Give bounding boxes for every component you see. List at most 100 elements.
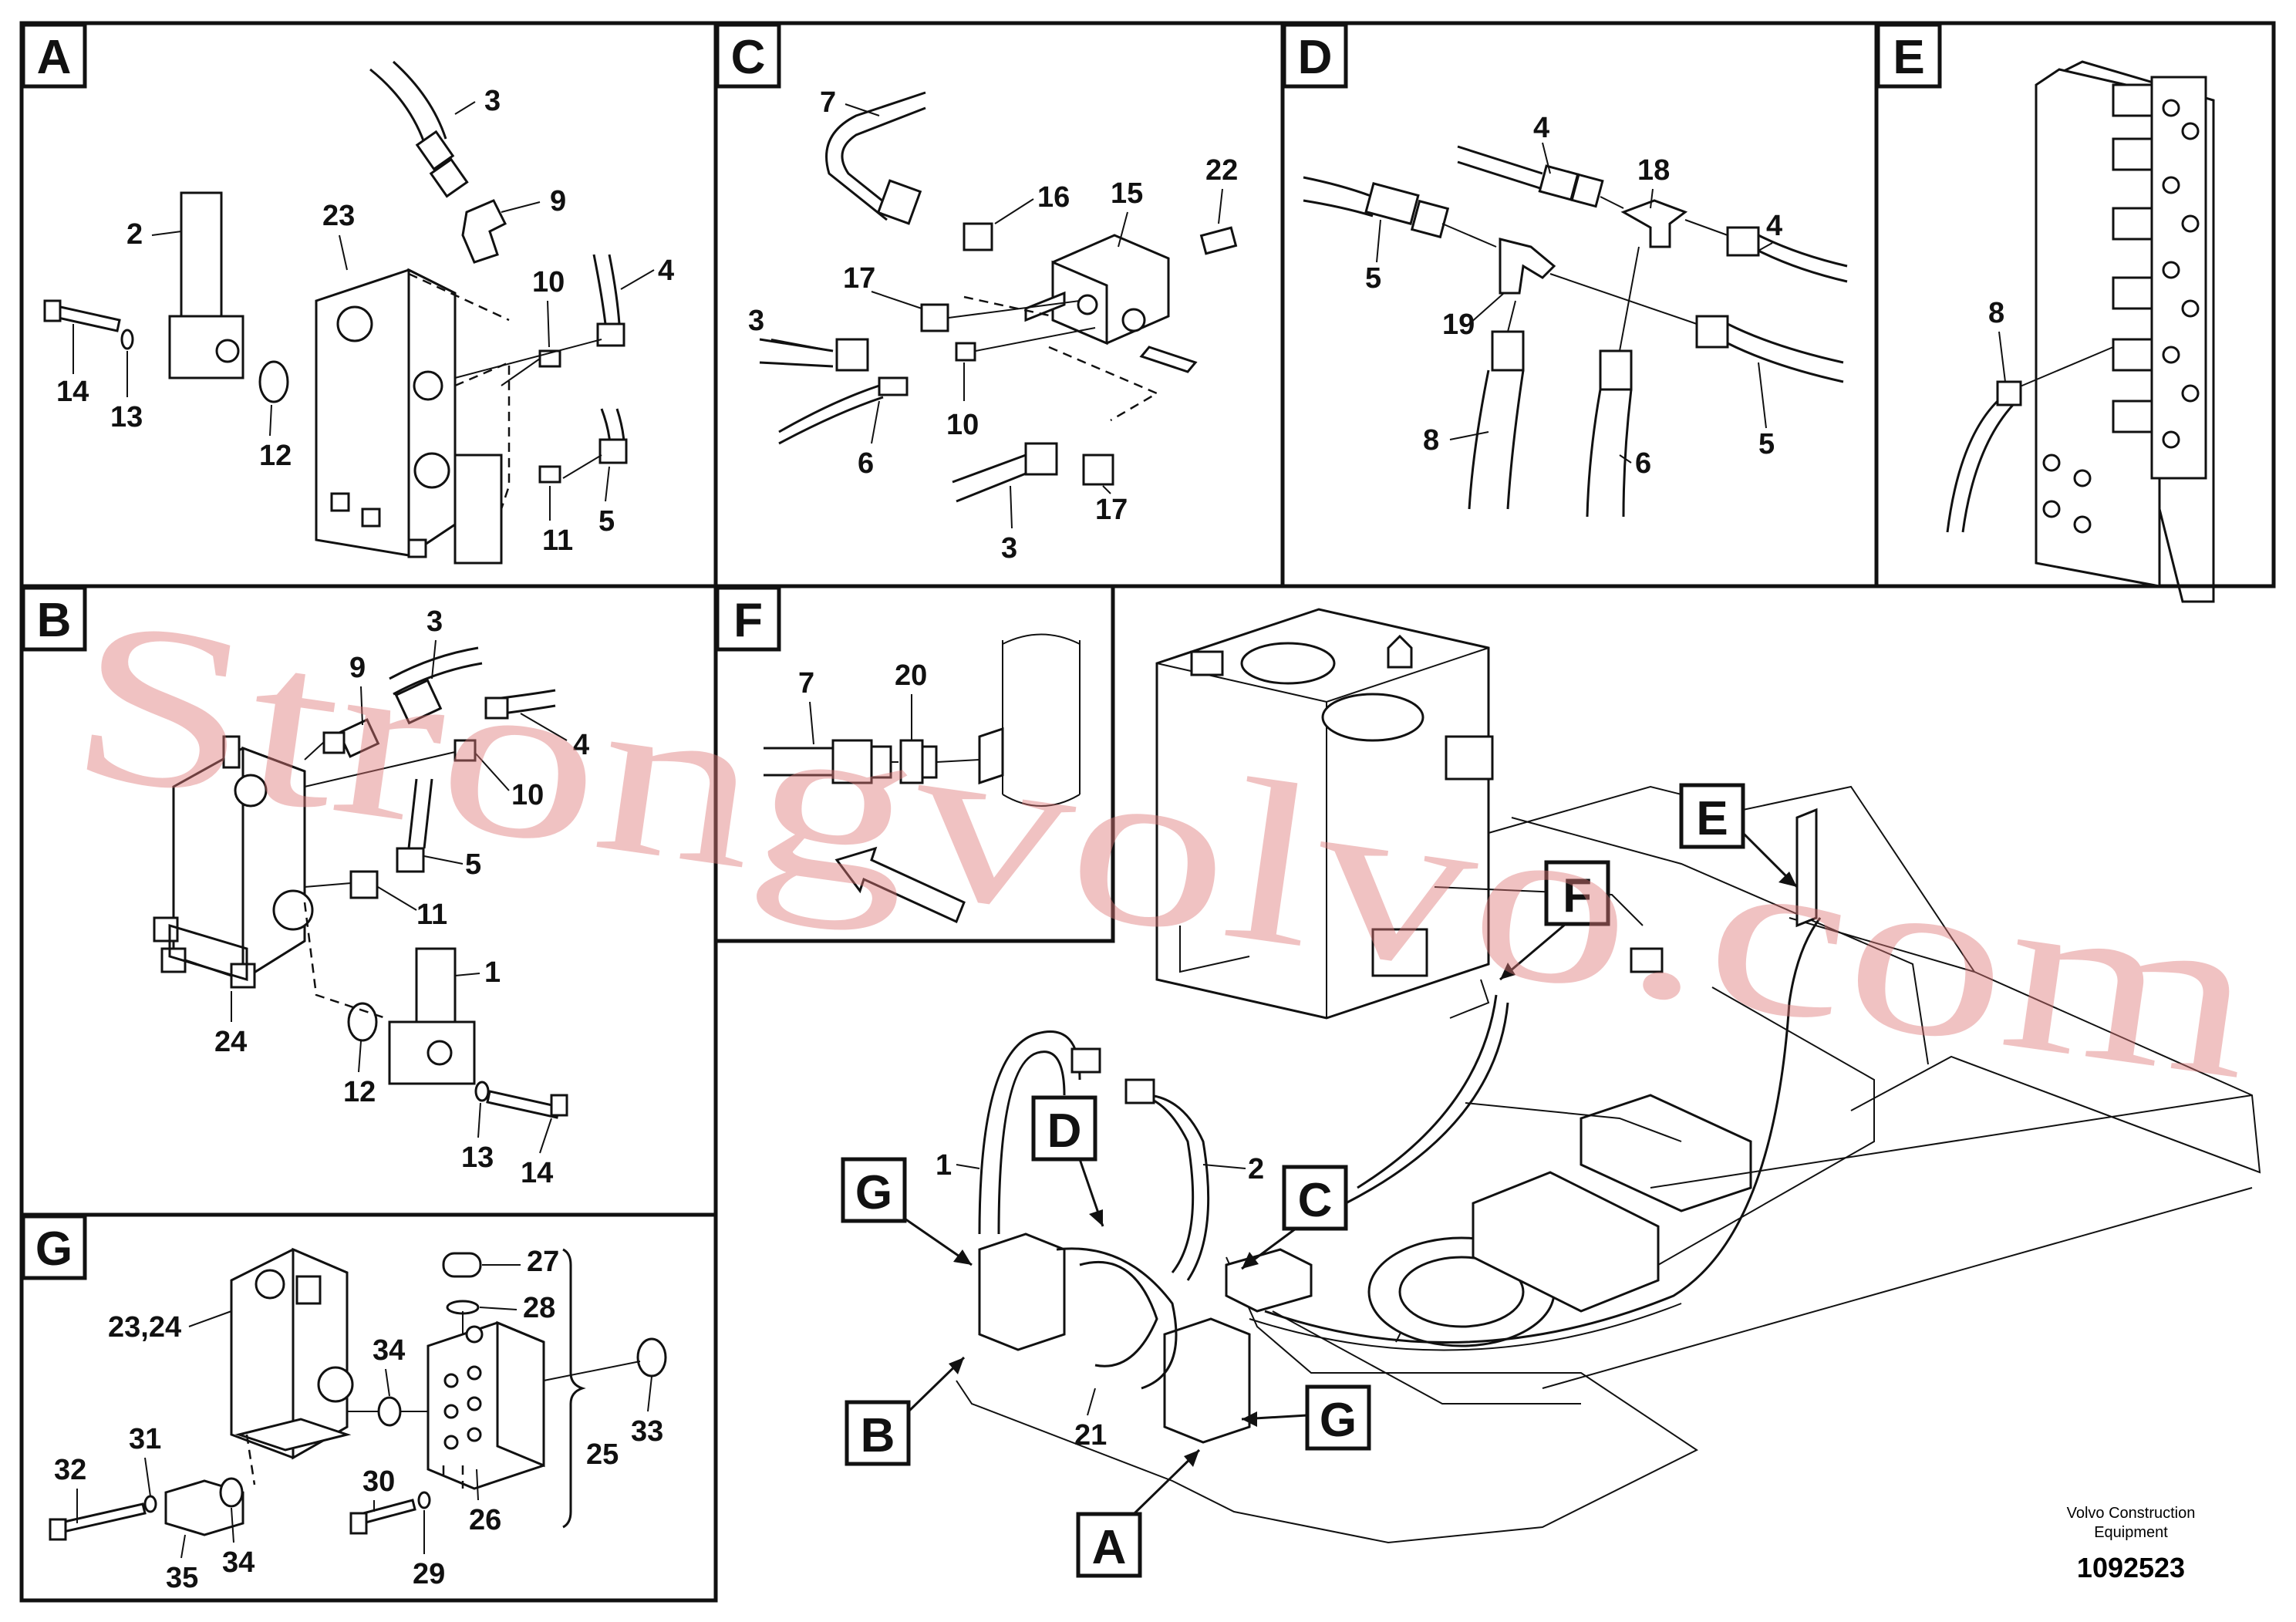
svg-text:23,24: 23,24 [108,1311,181,1344]
panel-e-labels: 8 [1988,297,2006,383]
panel-f-drawing [764,633,1081,924]
svg-text:30: 30 [362,1465,395,1498]
terminal-blocks [2112,76,2207,480]
svg-text:14: 14 [56,376,89,408]
panel-frames [19,21,2276,1603]
svg-text:17: 17 [843,262,875,295]
svg-text:G: G [1320,1394,1357,1447]
svg-text:16: 16 [1037,181,1070,214]
svg-text:E: E [1696,792,1728,845]
svg-text:3: 3 [484,85,501,117]
svg-text:12: 12 [343,1076,376,1108]
svg-text:2: 2 [1248,1153,1264,1185]
svg-text:D: D [1298,31,1333,84]
svg-text:20: 20 [895,659,927,692]
svg-text:2: 2 [126,218,143,251]
footer-block: Volvo Construction Equipment 1092523 [2067,1505,2196,1583]
svg-text:3: 3 [748,305,764,337]
callout-f: F [1499,860,1610,981]
svg-text:24: 24 [214,1026,247,1058]
callout-a: A [1076,1448,1201,1578]
panel-g-drawing [49,1247,667,1541]
svg-text:25: 25 [586,1438,619,1471]
svg-text:18: 18 [1637,154,1670,187]
panel-letter-f: F [715,585,781,652]
drawing-number: 1092523 [2077,1552,2185,1583]
main-labels: 1 2 21 [936,1149,1264,1452]
svg-text:5: 5 [598,505,615,538]
svg-text:9: 9 [550,185,566,218]
svg-text:32: 32 [54,1454,86,1486]
svg-text:3: 3 [1001,532,1017,565]
svg-text:27: 27 [527,1246,559,1278]
svg-text:21: 21 [1074,1419,1107,1452]
svg-text:1: 1 [936,1149,952,1182]
callout-g1: G [841,1157,973,1266]
callout-g2: G [1241,1384,1371,1451]
svg-text:10: 10 [532,266,565,298]
svg-text:28: 28 [523,1292,555,1324]
svg-text:8: 8 [1423,424,1439,457]
svg-text:D: D [1047,1104,1082,1158]
svg-text:10: 10 [511,779,544,811]
callout-d: D [1031,1095,1104,1227]
svg-text:8: 8 [1988,297,2004,329]
panel-letters: A C D E B G F [21,22,1942,1280]
svg-text:E: E [1893,31,1924,84]
panel-letter-b: B [21,585,87,652]
svg-text:29: 29 [413,1558,445,1590]
svg-text:A: A [37,31,72,84]
panel-d-drawing [1303,145,1848,518]
svg-text:6: 6 [1635,447,1651,480]
panel-letter-e: E [1876,22,1942,89]
svg-text:A: A [1092,1521,1127,1574]
svg-text:3: 3 [426,605,443,638]
svg-text:7: 7 [798,667,814,700]
svg-text:23: 23 [322,200,355,232]
svg-text:11: 11 [416,899,447,931]
main-callouts: E F D C G B [841,783,1799,1578]
svg-text:G: G [35,1222,72,1276]
svg-text:15: 15 [1111,177,1143,210]
panel-c-drawing [759,91,1238,503]
svg-text:F: F [733,594,763,647]
svg-text:5: 5 [1758,428,1775,460]
panel-g-labels: 27 28 23,24 34 31 32 25 33 30 26 35 34 2… [54,1246,663,1594]
svg-text:C: C [731,31,766,84]
panel-e-drawing [1946,60,2215,603]
svg-text:31: 31 [129,1423,161,1455]
panel-a-drawing [43,60,628,565]
svg-text:13: 13 [110,401,143,433]
svg-text:9: 9 [349,652,366,684]
main-machine-view [956,608,2261,1544]
svg-text:1: 1 [484,956,501,989]
svg-text:4: 4 [573,729,589,761]
svg-text:C: C [1298,1174,1333,1227]
svg-text:26: 26 [469,1504,501,1536]
svg-text:35: 35 [166,1562,198,1594]
svg-text:10: 10 [946,409,979,441]
panel-letter-g: G [21,1214,87,1280]
svg-text:17: 17 [1095,494,1128,526]
svg-text:5: 5 [465,848,481,881]
panel-b-drawing [153,646,568,1119]
svg-text:33: 33 [631,1415,663,1448]
svg-text:6: 6 [858,447,874,480]
svg-text:4: 4 [658,255,674,287]
svg-text:B: B [37,594,72,647]
panel-b-labels: 9 3 4 10 5 11 1 24 12 13 14 [214,605,589,1189]
panel-letter-c: C [715,22,781,89]
panel-d-labels: 4 18 4 5 19 8 6 5 [1365,112,1782,480]
svg-text:11: 11 [542,524,573,557]
svg-text:14: 14 [521,1157,553,1189]
company-name-line2: Equipment [2094,1524,2168,1541]
panel-letter-a: A [21,22,87,89]
panel-c-labels: 7 16 15 22 17 3 10 6 17 3 [748,86,1238,565]
svg-text:34: 34 [222,1546,255,1579]
company-name-line1: Volvo Construction [2067,1505,2196,1522]
svg-text:B: B [861,1409,895,1462]
svg-text:13: 13 [461,1141,494,1174]
svg-text:12: 12 [259,440,292,472]
svg-text:G: G [855,1166,892,1219]
